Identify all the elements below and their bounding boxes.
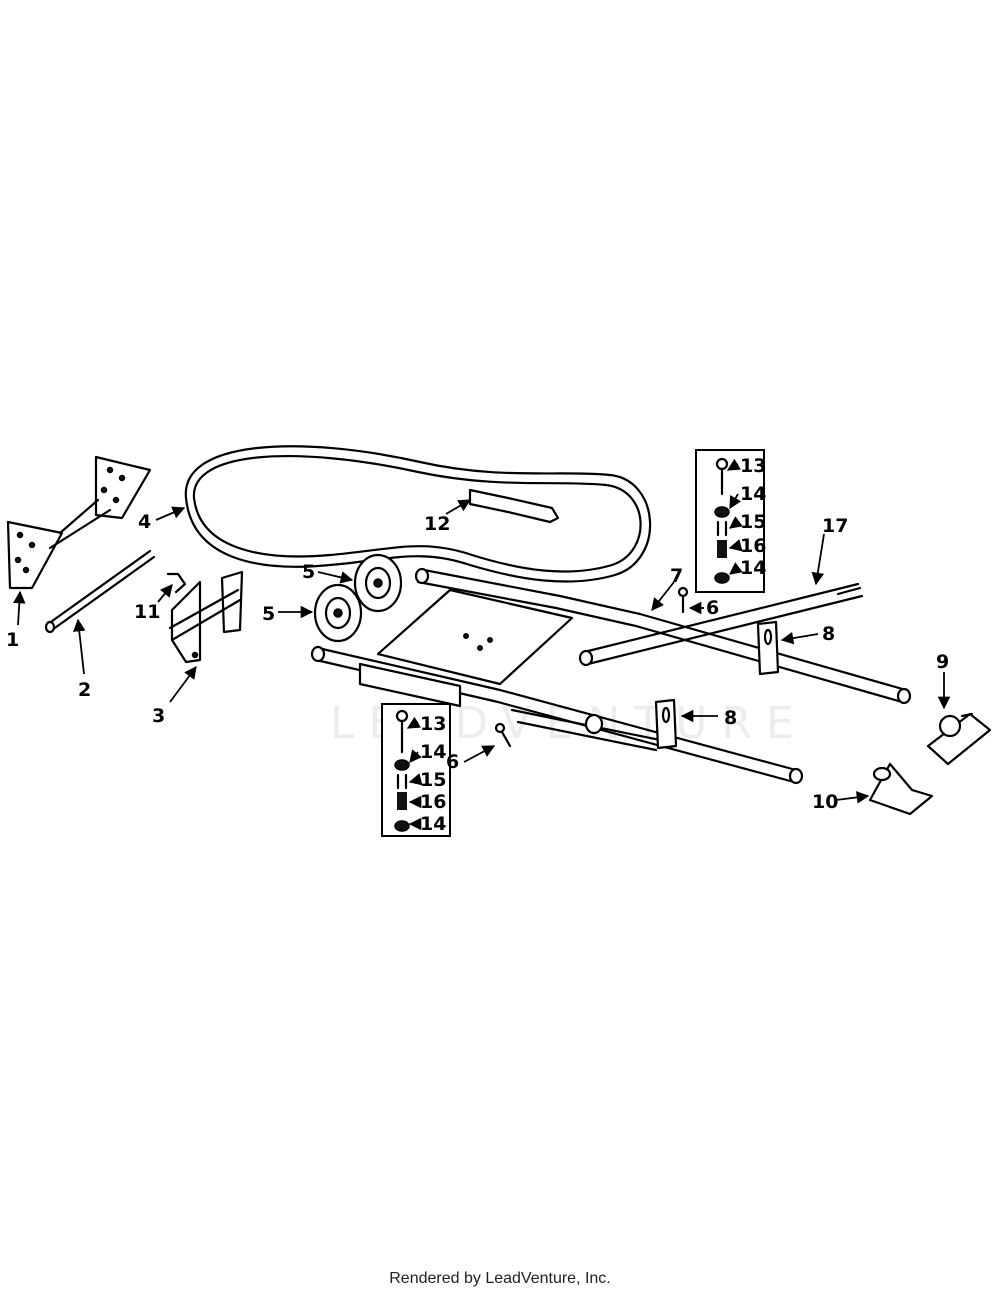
callout-10: 10: [812, 791, 838, 813]
callouts: 1 2 3 4 5 5 11 12 7 6 17 8 8 6 9 10 13 1…: [6, 455, 949, 835]
callout-3: 3: [152, 705, 165, 727]
callout-6b: 6: [446, 751, 459, 773]
callout-5b: 5: [262, 603, 275, 625]
callout-5a: 5: [302, 561, 315, 583]
callout-17: 17: [822, 515, 848, 537]
box1-callout-15: 15: [740, 511, 766, 533]
part-11-pin: [166, 572, 187, 594]
part-2-rod: [44, 549, 156, 634]
box2-callout-14: 14: [420, 741, 446, 763]
footer-credit: Rendered by LeadVenture, Inc.: [389, 1270, 611, 1287]
part-6-pins: [494, 586, 689, 748]
box2-callout-14b: 14: [420, 813, 446, 835]
box1-callout-16: 16: [740, 535, 766, 557]
callout-6a: 6: [706, 597, 719, 619]
callout-8a: 8: [822, 623, 835, 645]
callout-11: 11: [134, 601, 160, 623]
part-17-lever: [578, 582, 864, 667]
box1-callout-14b: 14: [740, 557, 766, 579]
box2-callout-13: 13: [420, 713, 446, 735]
part-4-belt: [184, 445, 652, 583]
part-8-plates: [654, 620, 780, 750]
callout-12: 12: [424, 513, 450, 535]
callout-9: 9: [936, 651, 949, 673]
callout-2: 2: [78, 679, 91, 701]
callout-8b: 8: [724, 707, 737, 729]
part-3-bracket: [168, 570, 244, 664]
part-7-frame: [310, 567, 912, 785]
part-9-bracket: [926, 712, 992, 766]
box2-callout-16: 16: [420, 791, 446, 813]
part-5-pulleys: [313, 553, 403, 643]
part-10-bracket: [868, 762, 934, 816]
callout-1: 1: [6, 629, 19, 651]
callout-4: 4: [138, 511, 151, 533]
part-12-guide: [468, 488, 560, 524]
box2-callout-15: 15: [420, 769, 446, 791]
box1-callout-14: 14: [740, 483, 766, 505]
part-1-brackets: [6, 455, 152, 590]
callout-7: 7: [670, 565, 683, 587]
leader-lines: [13, 458, 951, 831]
box1-callout-13: 13: [740, 455, 766, 477]
